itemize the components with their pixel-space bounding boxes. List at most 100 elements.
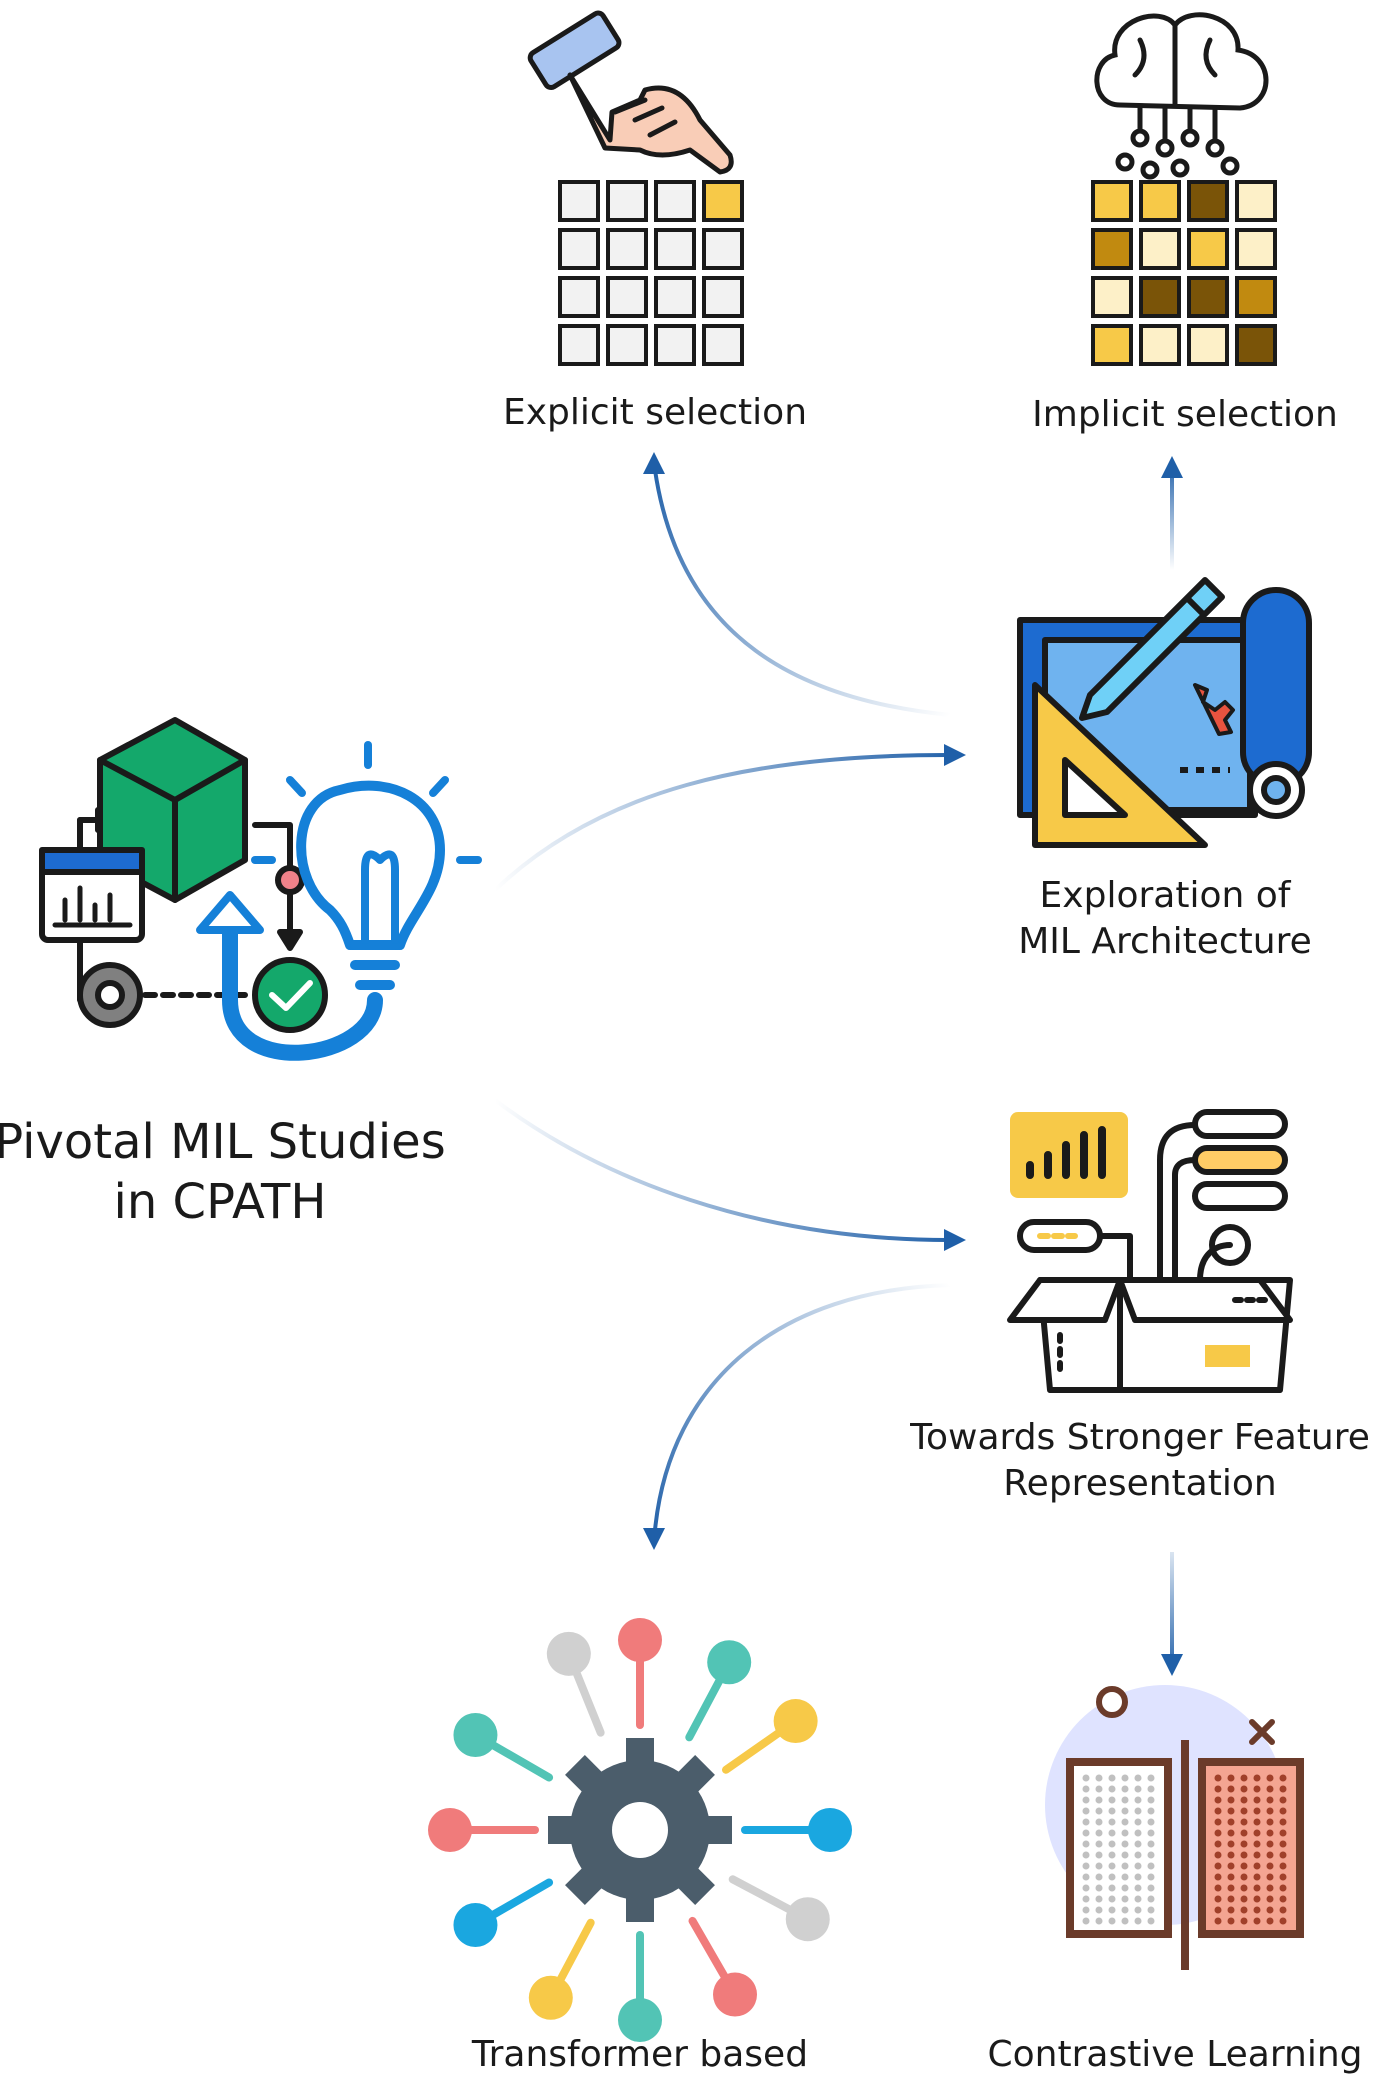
grid-cell xyxy=(1091,324,1133,366)
pattern-dot xyxy=(1266,1785,1274,1793)
center-title-line1: Pivotal MIL Studies xyxy=(0,1114,446,1170)
network-node xyxy=(707,1640,752,1685)
arrow-to-contrastive xyxy=(1161,1552,1183,1676)
pattern-dot xyxy=(1253,1851,1261,1859)
pattern-dot xyxy=(1082,1884,1090,1892)
pattern-dot xyxy=(1240,1895,1248,1903)
hand-pointer-icon xyxy=(527,10,734,175)
grid-cell xyxy=(1139,276,1181,318)
pattern-dot xyxy=(1214,1873,1222,1881)
pattern-dot xyxy=(1253,1873,1261,1881)
pattern-dot xyxy=(1214,1917,1222,1925)
pattern-dot xyxy=(1227,1873,1235,1881)
pattern-dot xyxy=(1240,1818,1248,1826)
pattern-dot xyxy=(1279,1873,1287,1881)
pattern-dot xyxy=(1121,1807,1129,1815)
grid-cell xyxy=(606,276,648,318)
pattern-dot xyxy=(1214,1807,1222,1815)
pattern-dot xyxy=(1279,1895,1287,1903)
network-node xyxy=(453,1713,498,1757)
pattern-dot xyxy=(1134,1829,1142,1837)
arrow-to-explicit xyxy=(643,452,951,717)
grid-cell xyxy=(702,324,744,366)
pattern-dot xyxy=(1279,1796,1287,1804)
network-link xyxy=(722,1728,784,1774)
pattern-dot xyxy=(1214,1840,1222,1848)
grid-cell xyxy=(558,276,600,318)
pattern-dot xyxy=(1108,1862,1116,1870)
pattern-dot xyxy=(1253,1884,1261,1892)
pattern-dot xyxy=(1108,1785,1116,1793)
pattern-dot xyxy=(1121,1851,1129,1859)
pattern-dot xyxy=(1227,1906,1235,1914)
pattern-dot xyxy=(1108,1895,1116,1903)
pattern-dot xyxy=(1240,1785,1248,1793)
pattern-dot xyxy=(1082,1829,1090,1837)
pattern-dot xyxy=(1147,1884,1155,1892)
grid-cell xyxy=(1235,228,1277,270)
pattern-dot xyxy=(1227,1774,1235,1782)
pattern-dot xyxy=(1134,1884,1142,1892)
pattern-dot xyxy=(1095,1895,1103,1903)
feature-label-line1: Towards Stronger Feature xyxy=(910,1417,1370,1458)
network-node xyxy=(428,1808,472,1852)
feature-label-line2: Representation xyxy=(1003,1463,1277,1504)
network-node xyxy=(453,1903,498,1947)
pattern-dot xyxy=(1095,1917,1103,1925)
pattern-dot xyxy=(1121,1873,1129,1881)
pattern-dot xyxy=(1147,1774,1155,1782)
pattern-dot xyxy=(1266,1906,1274,1914)
pattern-dot xyxy=(1108,1917,1116,1925)
pattern-dot xyxy=(1240,1873,1248,1881)
grid-cell xyxy=(702,228,744,270)
pattern-dot xyxy=(1082,1851,1090,1859)
pattern-dot xyxy=(1253,1785,1261,1793)
grid-cell xyxy=(1139,324,1181,366)
pattern-dot xyxy=(1279,1829,1287,1837)
pattern-dot xyxy=(1214,1818,1222,1826)
pattern-dot xyxy=(1147,1851,1155,1859)
pattern-dot xyxy=(1240,1862,1248,1870)
pattern-dot xyxy=(1227,1818,1235,1826)
pattern-dot xyxy=(1082,1917,1090,1925)
grid-cell xyxy=(1139,180,1181,222)
grid-cell xyxy=(1091,228,1133,270)
grid-cell xyxy=(702,276,744,318)
network-link xyxy=(488,1878,554,1919)
transformer-label: Transformer based xyxy=(471,2034,809,2075)
network-link xyxy=(685,1675,724,1742)
pattern-dot xyxy=(1214,1774,1222,1782)
idea-workflow-icon xyxy=(39,717,482,1061)
grid-cell xyxy=(1187,276,1229,318)
pattern-dot xyxy=(1279,1840,1287,1848)
pattern-dot xyxy=(1266,1851,1274,1859)
grid-cell xyxy=(558,180,600,222)
grid-cell xyxy=(654,228,696,270)
pattern-dot xyxy=(1266,1862,1274,1870)
pattern-dot xyxy=(1279,1906,1287,1914)
grid-cell xyxy=(1235,180,1277,222)
implicit-selection-label: Implicit selection xyxy=(1032,394,1338,435)
pattern-dot xyxy=(1095,1818,1103,1826)
pattern-dot xyxy=(1134,1807,1142,1815)
pattern-dot xyxy=(1266,1807,1274,1815)
pattern-dot xyxy=(1147,1906,1155,1914)
pattern-dot xyxy=(1121,1829,1129,1837)
pattern-dot xyxy=(1253,1895,1261,1903)
pattern-dot xyxy=(1266,1917,1274,1925)
pattern-dot xyxy=(1266,1796,1274,1804)
pattern-dot xyxy=(1279,1774,1287,1782)
pattern-dot xyxy=(1095,1774,1103,1782)
pattern-dot xyxy=(1134,1917,1142,1925)
network-link xyxy=(556,1918,595,1985)
pattern-dot xyxy=(1108,1840,1116,1848)
pattern-dot xyxy=(1253,1796,1261,1804)
pattern-dot xyxy=(1082,1807,1090,1815)
pattern-dot xyxy=(1095,1829,1103,1837)
pattern-dot xyxy=(1266,1873,1274,1881)
grid-cell xyxy=(1235,276,1277,318)
pattern-dot xyxy=(1266,1840,1274,1848)
network-link xyxy=(688,1916,729,1982)
pattern-dot xyxy=(1082,1774,1090,1782)
